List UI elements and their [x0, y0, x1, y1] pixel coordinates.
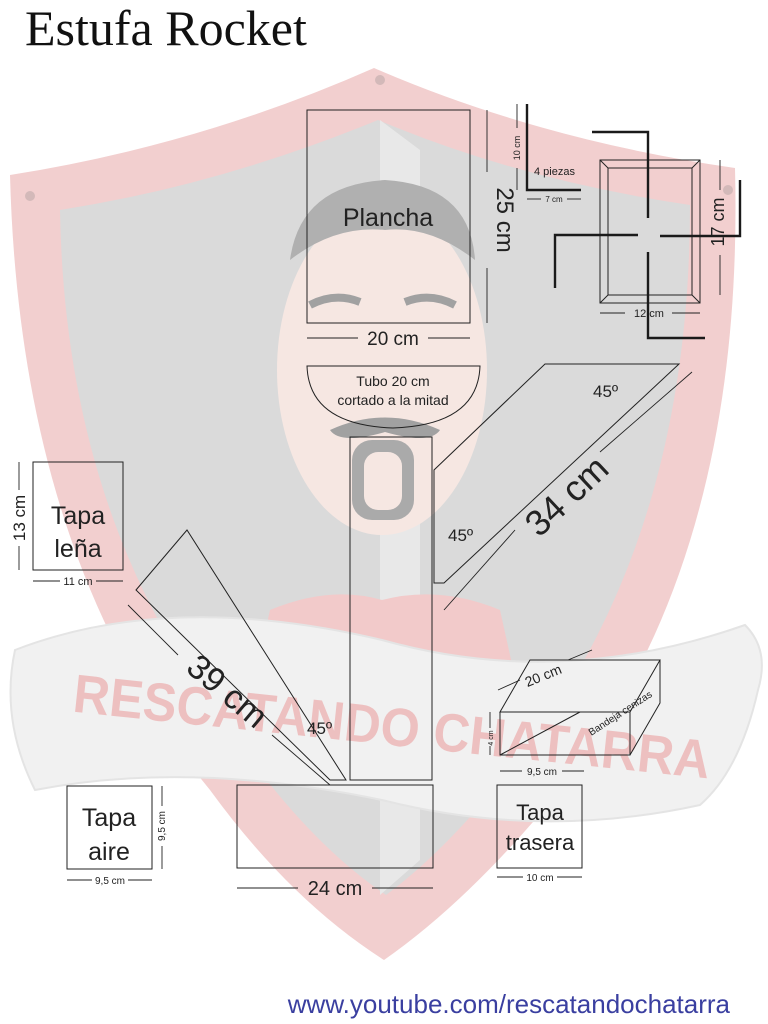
- diagonal-left-dim-line-bottom: [271, 734, 331, 786]
- diagonal-right-outline: [433, 363, 681, 584]
- frame-outer: [599, 159, 701, 304]
- frame-miter-br: [691, 294, 701, 304]
- frame-height-label: 17 cm: [708, 197, 728, 246]
- frame-inner: [607, 167, 693, 296]
- piece-tapa-aire: Tapa aire 9,5 cm 9,5 cm: [66, 785, 168, 887]
- frame-angle-top: [592, 130, 650, 218]
- diagonal-left-outline: [135, 529, 347, 781]
- footer-url-link[interactable]: www.youtube.com/rescatandochatarra: [287, 989, 731, 1019]
- diagonal-right-dim-line-bottom: [443, 529, 516, 611]
- frame-miter-tr: [691, 159, 701, 169]
- diagonal-left-angle: 45º: [307, 719, 332, 738]
- base-width-label: 24 cm: [308, 878, 362, 900]
- face-shape: [277, 205, 487, 535]
- tapa-lena-line1: Tapa: [51, 502, 105, 530]
- plancha-outline: [306, 109, 471, 324]
- tapa-lena-line2: leña: [54, 535, 101, 563]
- corner-height-label: 10 cm: [512, 136, 522, 161]
- piece-corners: 10 cm 4 piezas 7 cm: [512, 104, 581, 204]
- piece-tubo: Tubo 20 cm cortado a la mitad: [306, 365, 481, 429]
- piece-center-tube: [349, 436, 433, 781]
- watermark-logo: RESCATANDO CHATARRA: [9, 68, 763, 960]
- piece-frame: 12 cm 17 cm: [553, 130, 742, 340]
- tapa-trasera-line1: Tapa: [516, 800, 564, 825]
- tapa-aire-line2: aire: [88, 838, 130, 866]
- bandeja-width-label: 9,5 cm: [527, 767, 557, 778]
- shield-rivet-left: [25, 191, 35, 201]
- tubo-label-line2: cortado a la mitad: [337, 392, 448, 408]
- face-eyebrows: [308, 293, 457, 309]
- bandeja-height-label: 4 cm: [488, 730, 495, 745]
- tapa-aire-line1: Tapa: [82, 804, 136, 832]
- tapa-aire-outline: [66, 785, 153, 870]
- tapa-trasera-outline: [496, 784, 583, 869]
- tubo-outline: [306, 365, 481, 429]
- base-outline: [236, 784, 434, 869]
- corner-piece-sample: [525, 104, 581, 192]
- piece-plancha: Plancha 25 cm 20 cm: [306, 109, 518, 350]
- shield-rivet-top: [375, 75, 385, 85]
- tapa-aire-width-label: 9,5 cm: [95, 876, 125, 887]
- plancha-width-label: 20 cm: [367, 329, 419, 350]
- bandeja-inner-line: [499, 711, 581, 756]
- piece-tapa-trasera: Tapa trasera 10 cm: [496, 784, 583, 884]
- plancha-label: Plancha: [343, 204, 433, 232]
- diagonal-left-dim-line-top: [127, 604, 179, 656]
- piece-base: 24 cm: [236, 784, 434, 900]
- tapa-trasera-width-label: 10 cm: [526, 873, 553, 884]
- frame-angle-right: [660, 180, 742, 238]
- face-beard-inner: [364, 452, 402, 510]
- banner-ribbon: [9, 616, 763, 823]
- frame-angle-left: [553, 233, 638, 288]
- plancha-height-label: 25 cm: [491, 187, 518, 252]
- tapa-trasera-line2: trasera: [506, 830, 575, 855]
- tapa-lena-outline: [32, 461, 124, 571]
- tapa-lena-height-label: 13 cm: [10, 495, 29, 541]
- bandeja-front: [499, 712, 631, 756]
- diagonal-right-angle-bottom: 45º: [448, 526, 473, 545]
- piece-tapa-lena: Tapa leña 13 cm 11 cm: [10, 461, 124, 588]
- corner-width-label: 7 cm: [545, 195, 563, 204]
- face-hair: [290, 180, 475, 260]
- tapa-aire-height-label: 9,5 cm: [157, 811, 168, 841]
- bandeja-side: [629, 660, 661, 756]
- frame-miter-bl: [599, 294, 609, 304]
- frame-miter-tl: [599, 159, 609, 169]
- tapa-lena-width-label: 11 cm: [63, 576, 92, 588]
- bandeja-length-line-right: [567, 649, 593, 661]
- diagonal-right-dim-line-top: [599, 371, 693, 453]
- page-title: Estufa Rocket: [25, 0, 307, 56]
- bandeja-length-line-left: [497, 679, 521, 691]
- diagonal-right-angle-top: 45º: [593, 382, 618, 401]
- frame-width-label: 12 cm: [634, 308, 664, 320]
- frame-angle-bottom: [646, 252, 705, 340]
- corner-count-label: 4 piezas: [534, 166, 575, 178]
- shield-rivet-right: [723, 185, 733, 195]
- tubo-label-line1: Tubo 20 cm: [356, 373, 429, 389]
